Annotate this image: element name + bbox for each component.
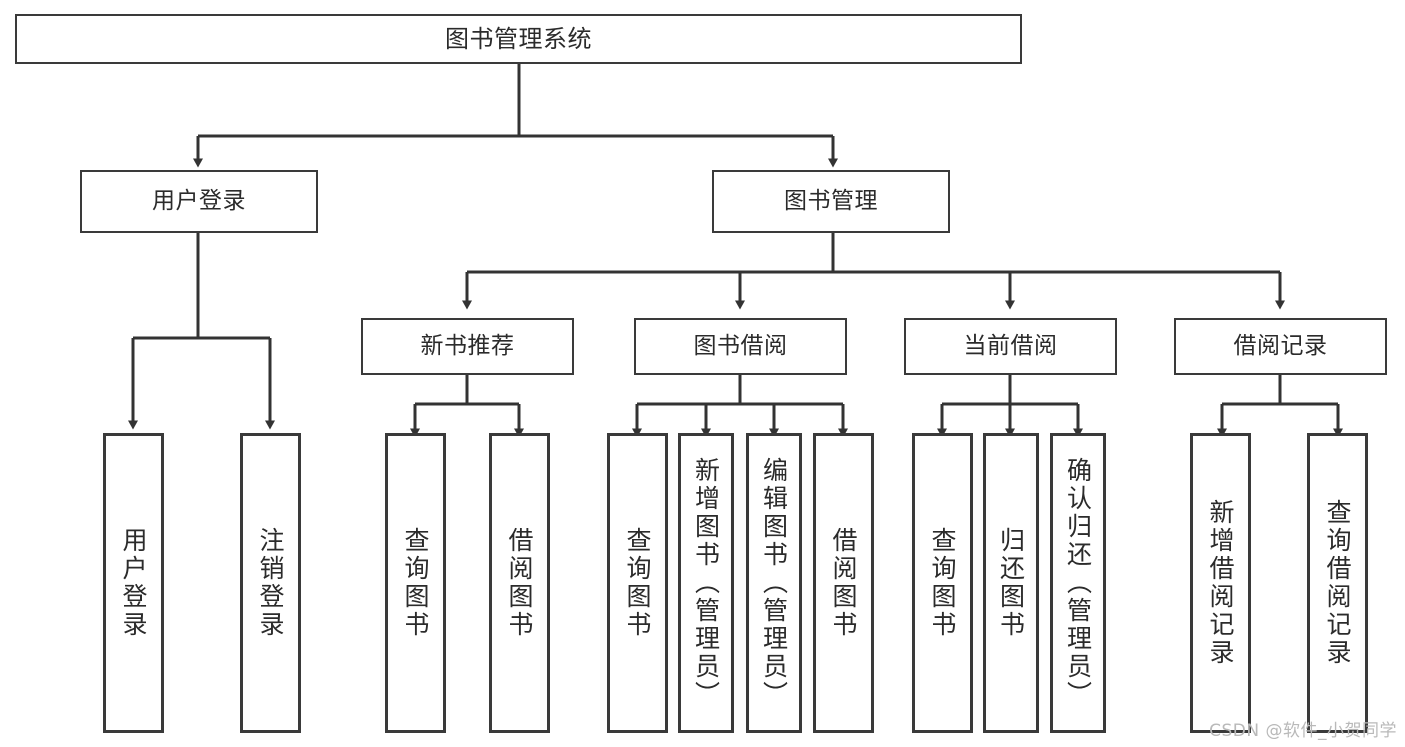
- leaf-user-login-login[interactable]: 用户登录: [103, 433, 164, 733]
- leaf-user-login-logout-label: 注销登录: [256, 527, 285, 639]
- leaf-user-login-login-label: 用户登录: [119, 527, 148, 639]
- leaf-current-borrow-query-label: 查询图书: [928, 527, 957, 639]
- node-book-borrow[interactable]: 图书借阅: [634, 318, 847, 375]
- node-book-management-label: 图书管理: [784, 187, 878, 214]
- leaf-current-borrow-confirm[interactable]: 确认归还（管理员）: [1050, 433, 1106, 733]
- leaf-book-borrow-edit[interactable]: 编辑图书（管理员）: [746, 433, 802, 733]
- node-new-book-recommend[interactable]: 新书推荐: [361, 318, 574, 375]
- node-new-book-recommend-label: 新书推荐: [420, 332, 515, 359]
- leaf-book-borrow-borrow-label: 借阅图书: [829, 527, 858, 639]
- node-user-login[interactable]: 用户登录: [80, 170, 318, 233]
- node-borrow-record[interactable]: 借阅记录: [1174, 318, 1387, 375]
- leaf-borrow-record-query[interactable]: 查询借阅记录: [1307, 433, 1368, 733]
- leaf-new-book-borrow[interactable]: 借阅图书: [489, 433, 550, 733]
- leaf-new-book-query-label: 查询图书: [401, 527, 430, 639]
- leaf-book-borrow-query-label: 查询图书: [623, 527, 652, 639]
- node-book-management[interactable]: 图书管理: [712, 170, 950, 233]
- leaf-current-borrow-query[interactable]: 查询图书: [912, 433, 973, 733]
- leaf-book-borrow-query[interactable]: 查询图书: [607, 433, 668, 733]
- watermark: CSDN @软件_小贺同学: [1209, 721, 1397, 741]
- leaf-current-borrow-return[interactable]: 归还图书: [983, 433, 1039, 733]
- node-current-borrow[interactable]: 当前借阅: [904, 318, 1117, 375]
- leaf-book-borrow-add[interactable]: 新增图书（管理员）: [678, 433, 734, 733]
- node-root-label: 图书管理系统: [445, 24, 592, 53]
- leaf-new-book-query[interactable]: 查询图书: [385, 433, 446, 733]
- leaf-current-borrow-return-label: 归还图书: [996, 527, 1026, 639]
- leaf-borrow-record-query-label: 查询借阅记录: [1323, 499, 1352, 667]
- leaf-user-login-logout[interactable]: 注销登录: [240, 433, 301, 733]
- leaf-borrow-record-add-label: 新增借阅记录: [1206, 499, 1235, 667]
- leaf-current-borrow-confirm-label: 确认归还（管理员）: [1063, 457, 1093, 709]
- leaf-book-borrow-edit-label: 编辑图书（管理员）: [759, 457, 789, 709]
- node-root[interactable]: 图书管理系统: [15, 14, 1022, 64]
- leaf-book-borrow-borrow[interactable]: 借阅图书: [813, 433, 874, 733]
- leaf-new-book-borrow-label: 借阅图书: [505, 527, 534, 639]
- leaf-book-borrow-add-label: 新增图书（管理员）: [691, 457, 721, 709]
- node-current-borrow-label: 当前借阅: [963, 332, 1058, 359]
- node-book-borrow-label: 图书借阅: [693, 332, 788, 359]
- node-borrow-record-label: 借阅记录: [1233, 332, 1328, 359]
- leaf-borrow-record-add[interactable]: 新增借阅记录: [1190, 433, 1251, 733]
- node-user-login-label: 用户登录: [152, 187, 246, 214]
